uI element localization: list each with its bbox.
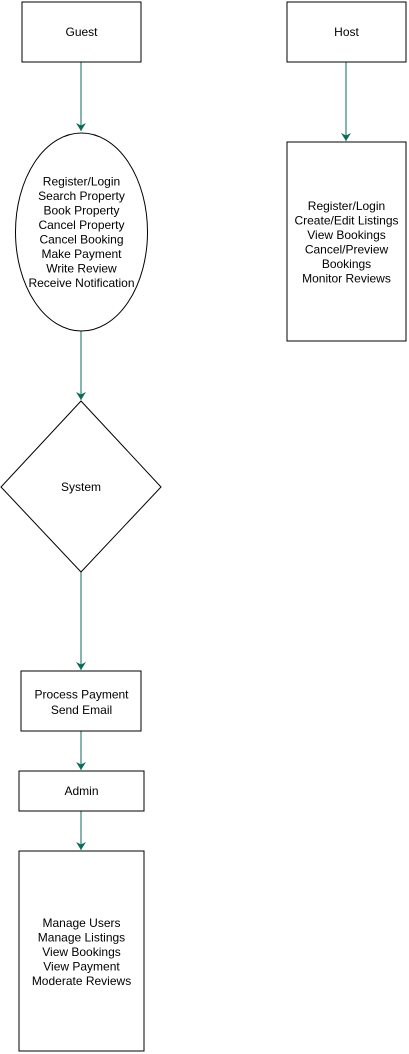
label-line: Cancel Booking — [39, 232, 123, 246]
system-node: System — [0, 400, 162, 573]
host-node: Host — [286, 1, 407, 63]
label-line: Send Email — [51, 703, 112, 717]
label-line: Cancel Property — [38, 218, 124, 232]
label-line: Manage Listings — [38, 931, 125, 945]
label-line: Host — [334, 25, 359, 39]
edges — [76, 62, 351, 850]
label-line: Manage Users — [42, 916, 120, 930]
admin-label: Admin — [64, 784, 98, 798]
label-line: Register/Login — [308, 199, 385, 213]
host-label: Host — [334, 25, 359, 39]
label-line: View Payment — [43, 960, 120, 974]
label-line: Monitor Reviews — [302, 271, 391, 285]
label-line: Search Property — [38, 189, 125, 203]
label-line: Admin — [64, 784, 98, 798]
guest-node: Guest — [21, 1, 142, 63]
label-line: Register/Login — [43, 174, 120, 188]
system-label: System — [61, 480, 101, 494]
label-line: Cancel/Preview — [305, 242, 389, 256]
guest-label: Guest — [65, 25, 98, 39]
label-line: View Bookings — [42, 945, 121, 959]
label-line: Receive Notification — [28, 276, 134, 290]
label-line: View Bookings — [307, 228, 386, 242]
label-line: Bookings — [322, 257, 371, 271]
label-line: Create/Edit Listings — [294, 213, 398, 227]
label-line: System — [61, 480, 101, 494]
label-line: Book Property — [43, 203, 119, 217]
label-line: Guest — [65, 25, 98, 39]
admin-node: Admin — [18, 770, 145, 812]
label-line: Moderate Reviews — [32, 974, 131, 988]
label-line: Make Payment — [41, 247, 122, 261]
label-line: Write Review — [46, 261, 117, 275]
label-line: Process Payment — [34, 687, 129, 701]
